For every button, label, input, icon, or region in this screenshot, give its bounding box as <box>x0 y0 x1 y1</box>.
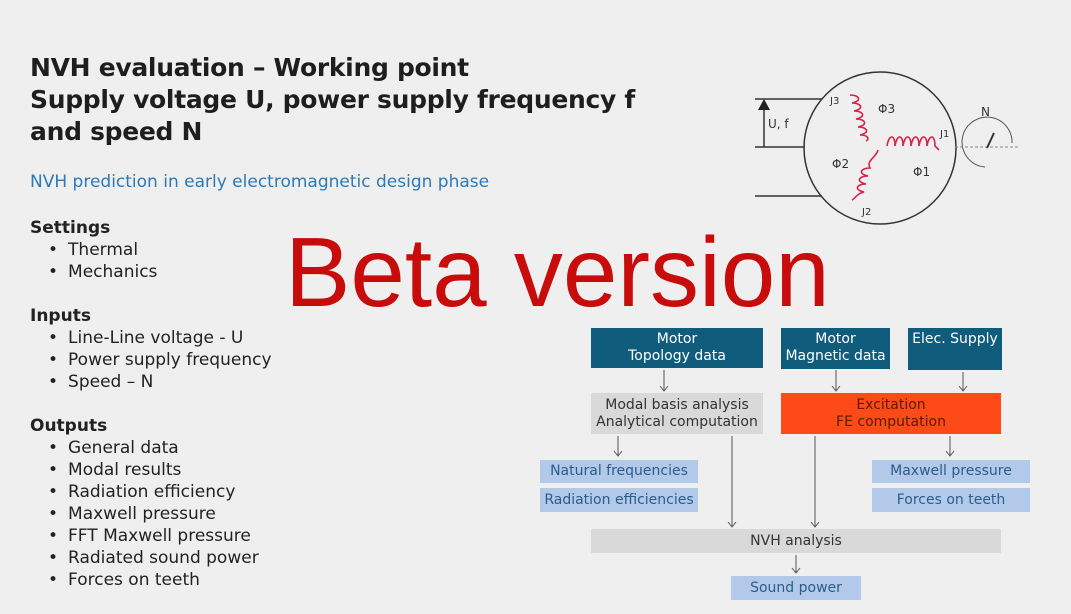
settings-heading: Settings <box>30 218 111 238</box>
current-label: J3 <box>829 96 839 107</box>
phase-label: Φ2 <box>832 157 849 171</box>
title-line: Supply voltage U, power supply frequency… <box>30 85 635 114</box>
list-item: Speed – N <box>48 371 272 393</box>
list-item: Power supply frequency <box>48 349 271 371</box>
current-label: J1 <box>939 129 949 140</box>
elec-supply-box: Elec. Supply <box>908 328 1002 370</box>
flow-arrows <box>613 370 968 574</box>
list-item: Radiation efficiency <box>48 481 259 503</box>
subtitle: NVH prediction in early electromagnetic … <box>30 172 490 192</box>
page-title: NVH evaluation – Working point Supply vo… <box>30 52 635 148</box>
sound-power-box: Sound power <box>731 576 861 600</box>
coil-icons <box>849 94 940 201</box>
voltage-label: U, f <box>768 117 789 131</box>
list-item: General data <box>48 437 259 459</box>
maxwell-pressure-box: Maxwell pressure <box>872 460 1030 483</box>
list-item: Maxwell pressure <box>48 503 259 525</box>
outputs-section: Outputs General data Modal results Radia… <box>30 415 259 591</box>
beta-watermark: Beta version <box>285 217 830 327</box>
title-line: and speed N <box>30 117 203 146</box>
phase-label: Φ3 <box>878 102 895 116</box>
inputs-section: Inputs Line-Line voltage - UPower supply… <box>30 305 272 393</box>
list-item: Mechanics <box>48 261 157 283</box>
excitation-box: Excitation FE computation <box>781 393 1001 434</box>
outputs-heading: Outputs <box>30 416 108 436</box>
modal-analysis-box: Modal basis analysis Analytical computat… <box>591 393 763 434</box>
title-line: NVH evaluation – Working point <box>30 53 469 82</box>
list-item: Radiated sound power <box>48 547 259 569</box>
list-item: Line-Line voltage - U <box>48 327 272 349</box>
speed-label: N <box>981 105 990 119</box>
arrow-up-icon <box>758 99 770 110</box>
list-item: Forces on teeth <box>48 569 259 591</box>
list-item: FFT Maxwell pressure <box>48 525 259 547</box>
motor-topology-box: Motor Topology data <box>591 328 763 368</box>
phase-label: Φ1 <box>913 165 930 179</box>
forces-on-teeth-box: Forces on teeth <box>872 488 1030 512</box>
list-item: Modal results <box>48 459 259 481</box>
inputs-heading: Inputs <box>30 306 91 326</box>
natural-frequencies-box: Natural frequencies <box>540 460 698 483</box>
nvh-analysis-box: NVH analysis <box>591 529 1001 553</box>
current-label: J2 <box>861 207 871 218</box>
list-item: Thermal <box>48 239 157 261</box>
radiation-efficiencies-box: Radiation efficiencies <box>540 488 698 512</box>
motor-magnetic-box: Motor Magnetic data <box>781 328 890 369</box>
settings-section: Settings ThermalMechanics <box>30 217 157 283</box>
